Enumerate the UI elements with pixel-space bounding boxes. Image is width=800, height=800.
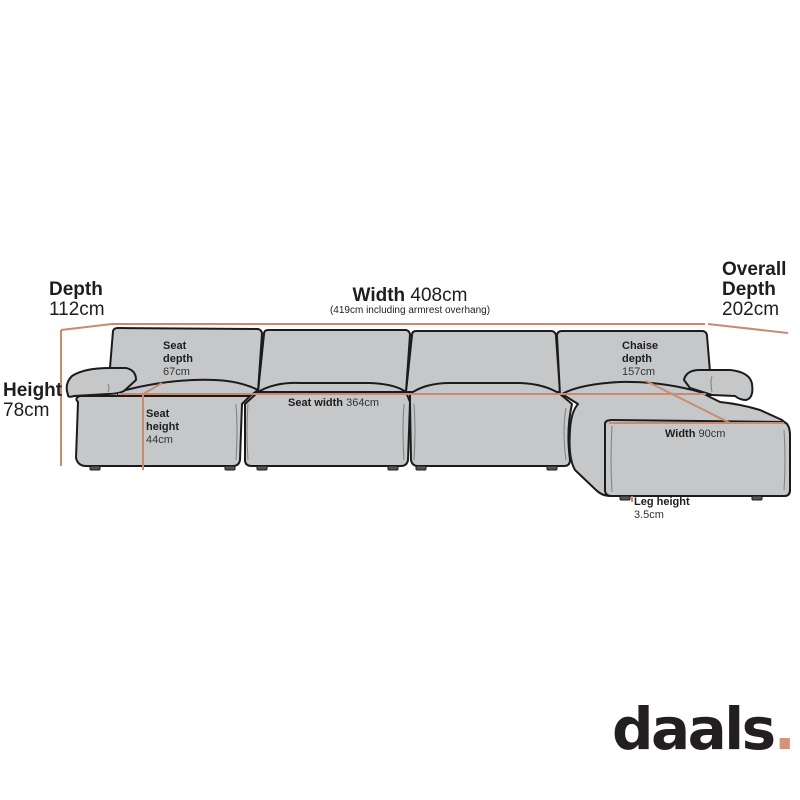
height-value: 78cm (3, 399, 50, 421)
height-label: Height 78cm (3, 381, 62, 421)
daals-logo: daals. (612, 700, 796, 758)
seat-depth-title-2: depth (163, 352, 193, 365)
height-title: Height (3, 380, 63, 401)
depth-label: Depth 112cm (49, 280, 105, 320)
logo-dot: . (773, 695, 796, 763)
overall-depth-label: Overall Depth 202cm (722, 260, 786, 320)
back-cushion-4 (556, 330, 713, 396)
depth-value: 112cm (49, 298, 105, 320)
chaise-depth-title-2: depth (622, 352, 652, 365)
overall-depth-title-2: Depth (722, 278, 776, 300)
overall-depth-title-1: Overall (722, 259, 787, 280)
seat-depth-value: 67cm (163, 365, 190, 378)
seat-width-label: Seat width 364cm (288, 397, 379, 410)
seat-height-label: Seat height 44cm (146, 408, 179, 447)
chaise-width-title: Width (665, 428, 696, 440)
sofa-illustration (65, 327, 791, 497)
seat-cushion-3 (409, 382, 561, 395)
seat-height-value: 44cm (146, 433, 173, 446)
chaise-depth-label: Chaise depth 157cm (622, 340, 658, 379)
seat-cushion-2 (257, 381, 407, 393)
left-armrest (65, 367, 137, 398)
leg-height-title: Leg height (634, 496, 690, 508)
seat-width-title: Seat width (288, 397, 344, 409)
width-label: Width 408cm (419cm including armrest ove… (300, 286, 520, 316)
sofa-legs (89, 465, 763, 501)
back-cushion-2 (257, 329, 411, 393)
module-3-base (409, 393, 573, 467)
chaise-width-label: Width 90cm (665, 428, 725, 441)
chaise-depth-value: 157cm (622, 365, 656, 378)
width-title: Width (352, 285, 406, 306)
seat-depth-title-1: Seat (163, 340, 187, 352)
back-cushion-1 (107, 327, 263, 393)
seat-depth-label: Seat depth 67cm (163, 340, 193, 379)
left-seat-cushion (117, 378, 259, 397)
width-note: (419cm including armrest overhang) (329, 304, 491, 316)
leg-height-label: Leg height 3.5cm (634, 496, 690, 522)
module-2-base (244, 391, 411, 467)
chaise-front-block (604, 419, 791, 497)
depth-title: Depth (49, 279, 103, 300)
seat-height-title-1: Seat (146, 408, 170, 420)
overall-depth-value: 202cm (722, 298, 780, 320)
dimension-lines (60, 323, 789, 502)
right-armrest (683, 369, 754, 401)
chaise-width-value: 90cm (698, 428, 726, 440)
leg-height-value: 3.5cm (634, 508, 664, 521)
seat-height-title-2: height (146, 420, 179, 433)
width-value: 408cm (410, 285, 468, 306)
chaise-depth-title-1: Chaise (622, 340, 659, 352)
seat-width-value: 364cm (346, 397, 380, 409)
left-module-base (75, 395, 251, 467)
logo-text: daals (612, 695, 776, 763)
